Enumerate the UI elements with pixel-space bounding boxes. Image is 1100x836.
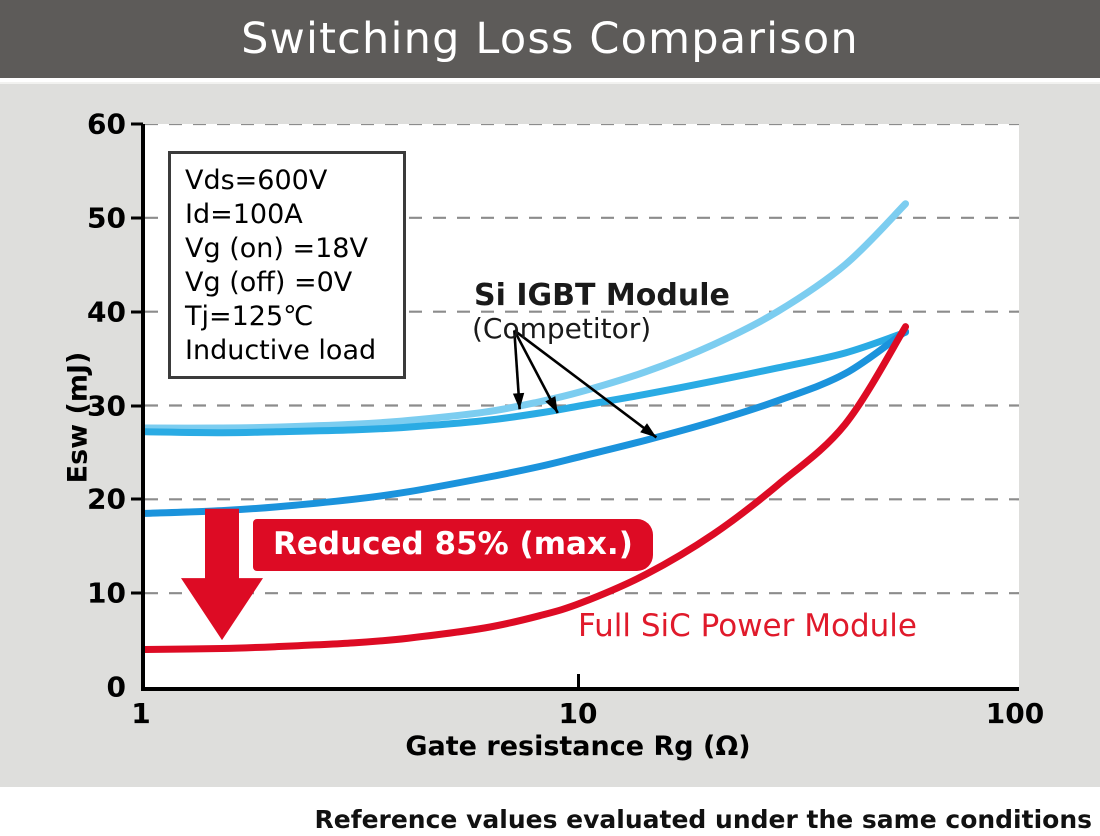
- series-curve: [145, 200, 910, 432]
- condition-line: Vg (off) =0V: [185, 267, 353, 298]
- callout-arrows: [512, 329, 658, 439]
- data-curves: [145, 200, 910, 653]
- condition-line: Inductive load: [185, 335, 377, 366]
- chart-plot-area: [141, 124, 1019, 691]
- footnote: Reference values evaluated under the sam…: [314, 805, 1092, 834]
- test-conditions-box: Vds=600V Id=100A Vg (on) =18V Vg (off) =…: [168, 151, 406, 379]
- condition-line: Vg (on) =18V: [185, 233, 368, 264]
- down-arrow-shape: [181, 508, 263, 641]
- reduction-down-arrow: [181, 508, 263, 641]
- condition-line: Tj=125℃: [185, 301, 314, 332]
- callout-arrow-line: [513, 329, 658, 439]
- sic-series-label: Full SiC Power Module: [578, 608, 917, 644]
- series-curve: [145, 328, 910, 437]
- igbt-series-sublabel: (Competitor): [472, 312, 652, 345]
- callout-arrow-head: [640, 423, 657, 438]
- reduction-badge: Reduced 85% (max.): [253, 519, 653, 571]
- condition-line: Vds=600V: [185, 165, 328, 196]
- series-curve: [145, 323, 910, 653]
- title-bar: Switching Loss Comparison: [0, 0, 1100, 78]
- callout-arrow-head: [545, 396, 558, 414]
- page-title: Switching Loss Comparison: [241, 14, 859, 64]
- series-curve: [145, 327, 910, 517]
- condition-line: Id=100A: [185, 199, 303, 230]
- igbt-series-label: Si IGBT Module: [474, 278, 730, 313]
- callout-arrow-head: [512, 392, 525, 410]
